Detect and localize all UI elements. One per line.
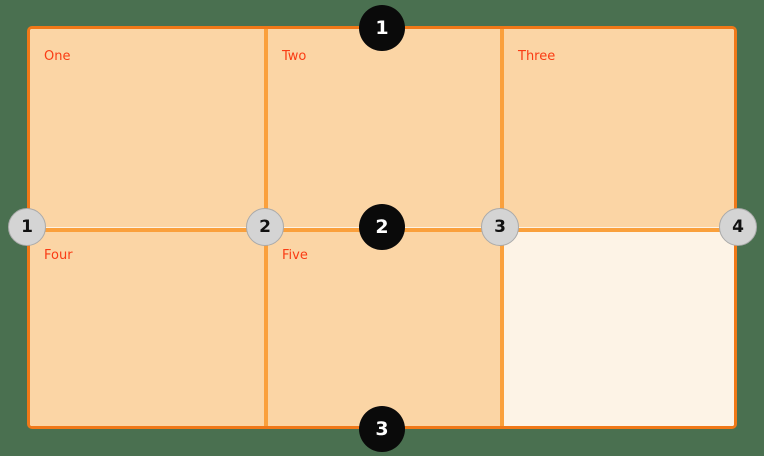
grid-cell-five[interactable]: Five — [268, 232, 500, 426]
grid-cell-label-two: Two — [282, 49, 307, 64]
grid-cell-label-five: Five — [282, 248, 308, 263]
row-marker-1[interactable]: 1 — [359, 5, 405, 51]
column-marker-1[interactable]: 1 — [8, 208, 46, 246]
grid-cell-four[interactable]: Four — [30, 232, 264, 426]
column-marker-3[interactable]: 3 — [481, 208, 519, 246]
grid-cell-two[interactable]: Two — [268, 29, 500, 227]
column-marker-4[interactable]: 4 — [719, 208, 757, 246]
column-marker-2[interactable]: 2 — [246, 208, 284, 246]
grid-cell-three[interactable]: Three — [504, 29, 734, 227]
grid-cell-label-three: Three — [518, 49, 556, 64]
grid-cell-label-four: Four — [44, 248, 73, 263]
grid-cell-label-one: One — [44, 49, 71, 64]
grid-cell-empty[interactable] — [504, 232, 734, 426]
row-marker-2[interactable]: 2 — [359, 204, 405, 250]
row-marker-3[interactable]: 3 — [359, 406, 405, 452]
grid-cell-one[interactable]: One — [30, 29, 264, 227]
